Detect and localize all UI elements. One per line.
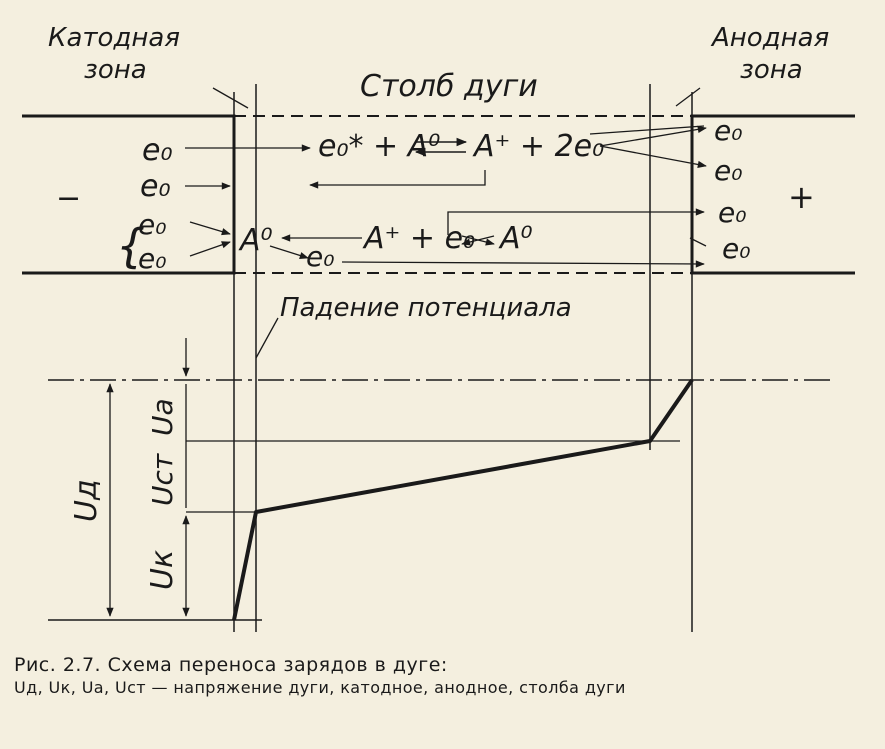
potential-drop-label: Падение потенциала — [280, 293, 572, 323]
e0-left-label-2: e₀ — [140, 169, 170, 204]
reaction-top-left: e₀* + A⁰ — [318, 129, 440, 164]
reaction-top-right: A⁺ + 2e₀ — [472, 129, 604, 164]
left-brace: { — [116, 219, 145, 273]
cathode-zone-label-2: зона — [84, 55, 147, 85]
cathode-atom-label: A⁰ — [238, 223, 273, 258]
anode-zone-label-1: Анодная — [710, 23, 829, 53]
anode-polarity-label: + — [788, 178, 815, 216]
arrow-electron-to-anode-4 — [341, 260, 705, 268]
anode-zone-leader — [675, 87, 701, 107]
reaction-bottom-right: A⁰ — [498, 221, 533, 256]
caption-title: Рис. 2.7. Схема переноса зарядов в дуге: — [14, 654, 448, 676]
arrow-electron-from-cathode — [269, 245, 309, 260]
figure-caption: Рис. 2.7. Схема переноса зарядов в дуге:… — [14, 654, 874, 697]
u-arc-label: Uд — [69, 479, 104, 522]
u-column-label: Uст — [146, 453, 179, 506]
u-cathode-label: Uк — [145, 550, 180, 590]
cathode-zone-label-1: Катодная — [48, 23, 180, 53]
reaction-bottom-left: A⁺ + e₀ — [362, 221, 475, 256]
arc-column-label: Столб дуги — [360, 69, 538, 104]
arrow-e0-into-cathode-4 — [189, 241, 231, 257]
potential-curve — [232, 378, 694, 621]
arrow-column-to-anode-top — [589, 125, 705, 135]
anode-zone-label-2: зона — [740, 55, 803, 85]
column-electron-label: e₀ — [306, 240, 334, 273]
e0-left-label-4: e₀ — [138, 242, 166, 275]
arrow-e0-into-cathode-3 — [189, 221, 231, 236]
e0-right-label-4: e₀ — [722, 232, 750, 265]
e0-right-label-2: e₀ — [714, 154, 742, 187]
cathode-polarity-label: − — [56, 181, 81, 216]
arrow-2e0-to-anode-2 — [599, 145, 707, 169]
e0-right-label-3: e₀ — [718, 196, 746, 229]
potential-drop-leader — [255, 317, 279, 359]
cathode-zone-leader — [212, 87, 249, 109]
arrow-ion-return — [309, 170, 486, 189]
charge-transfer-diagram: Катодная зона Столб дуги Анодная зона − … — [22, 23, 855, 632]
caption-description: Uд, Uк, Ua, Uст — напряжение дуги, катод… — [14, 678, 626, 697]
e0-right-label-1: e₀ — [714, 114, 742, 147]
arrow-recombination-back — [461, 235, 495, 246]
u-anode-label: Ua — [146, 398, 179, 436]
e0-left-label-1: e₀ — [142, 133, 172, 168]
arrow-electron-to-anode-3 — [447, 208, 705, 235]
arrow-anode-electron-1 — [689, 237, 707, 247]
arrow-2e0-to-anode-1 — [599, 125, 707, 147]
e0-left-label-3: e₀ — [138, 208, 166, 241]
